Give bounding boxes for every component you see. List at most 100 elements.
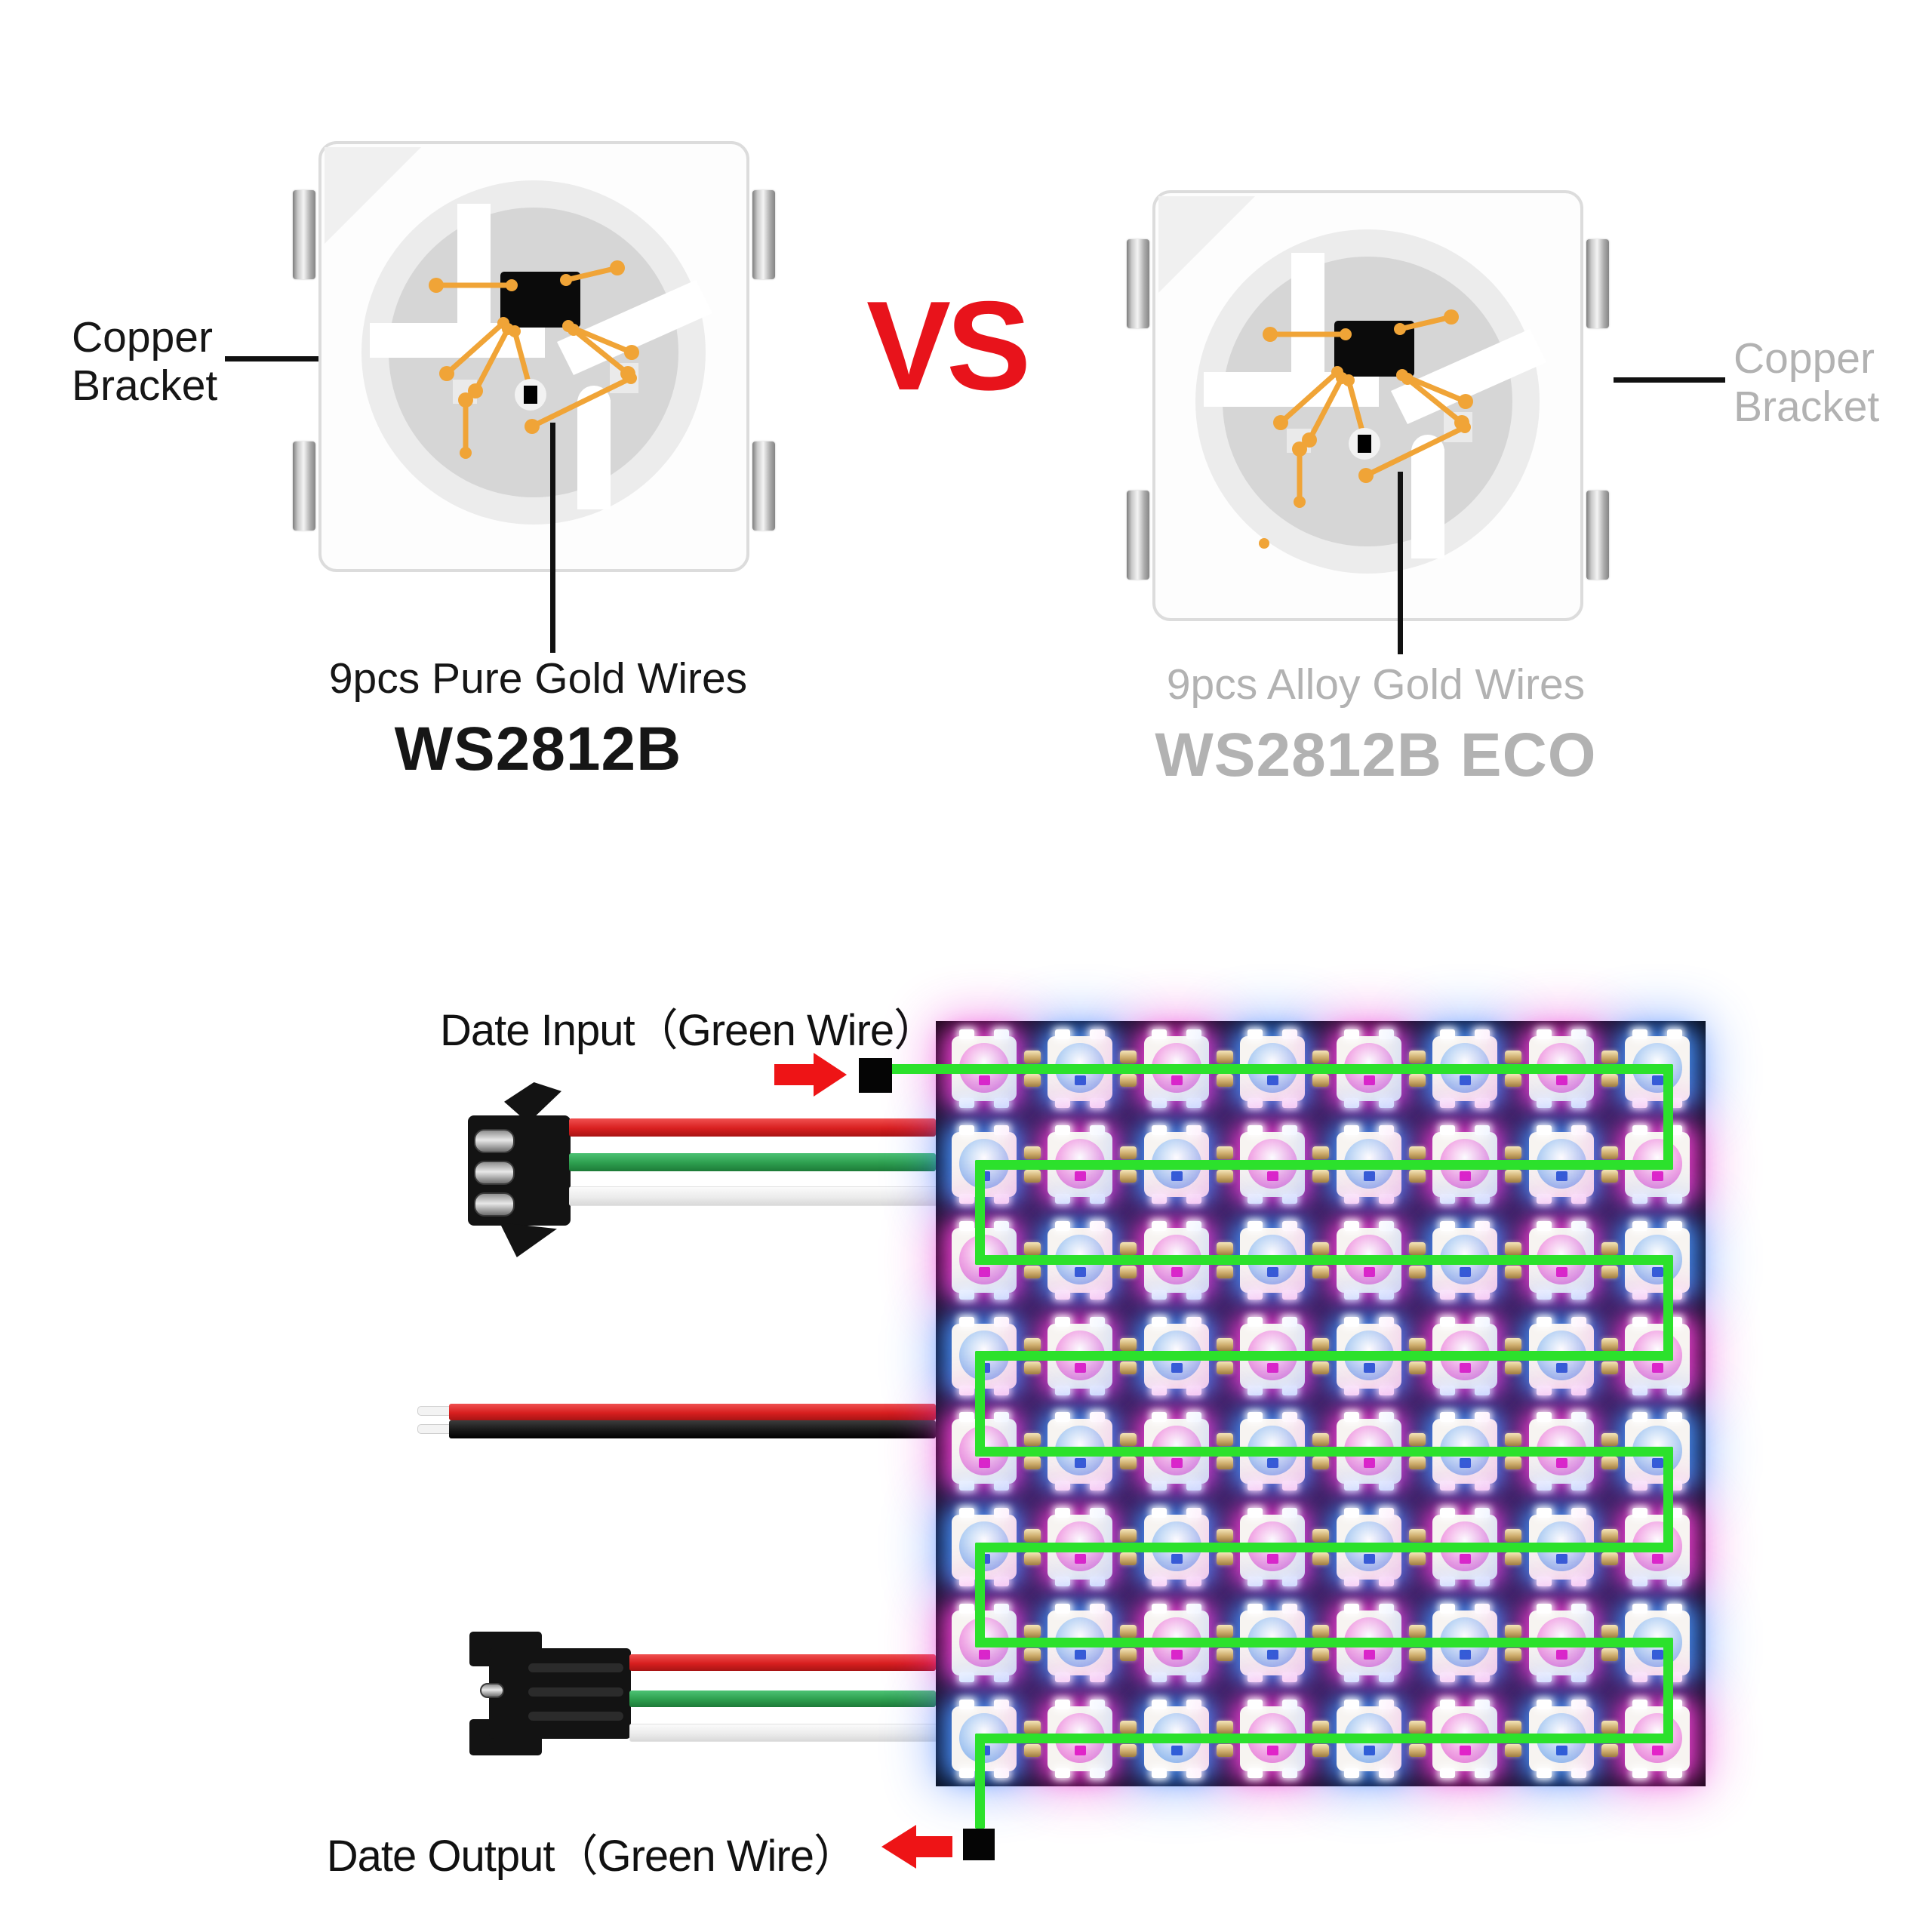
led-solder-tab (993, 1194, 1009, 1204)
left-chip-bracket-pin (752, 441, 775, 531)
solder-pad (1120, 1241, 1137, 1255)
led-solder-tab (1282, 1289, 1298, 1300)
led-solder-tab (1151, 1098, 1167, 1109)
green-data-wire-segment (975, 1255, 1673, 1266)
solder-pad (1601, 1241, 1618, 1255)
led-chip-dot (1460, 1171, 1472, 1182)
led-solder-tab (1282, 1508, 1298, 1518)
copper-bracket-label-right-line1: Copper (1734, 334, 1875, 383)
led-solder-tab (1536, 1316, 1552, 1327)
solder-pad (1216, 1552, 1233, 1566)
left-chip (317, 140, 751, 574)
pointer-line-left-wires (550, 423, 555, 653)
copper-bracket-label-right-line2: Bracket (1734, 383, 1880, 431)
led-solder-tab (1282, 1125, 1298, 1136)
led-solder-tab (1440, 1316, 1456, 1327)
led-solder-tab (1475, 1385, 1491, 1395)
data-output-label: Date Output（Green Wire） (326, 1832, 857, 1881)
solder-pad (1601, 1552, 1618, 1566)
solder-pad (1216, 1265, 1233, 1278)
led-solder-tab (1475, 1412, 1491, 1423)
led-solder-tab (1632, 1029, 1648, 1040)
chip-illustration (1152, 190, 1583, 621)
led-solder-tab (1475, 1672, 1491, 1682)
led-solder-tab (1378, 1603, 1394, 1614)
solder-pad (1312, 1552, 1329, 1566)
green-data-wire-segment (891, 1063, 1673, 1074)
led-solder-tab (993, 1481, 1009, 1491)
solder-pad (1505, 1529, 1521, 1543)
led-solder-tab (1151, 1316, 1167, 1327)
led-solder-tab (1571, 1125, 1586, 1136)
led-solder-tab (993, 1316, 1009, 1327)
solder-pad (1312, 1265, 1329, 1278)
solder-pad (1120, 1433, 1137, 1447)
right-model-label: WS2812B ECO (1155, 721, 1597, 789)
led-solder-tab (1151, 1603, 1167, 1614)
led-solder-tab (1475, 1603, 1491, 1614)
led-solder-tab (1090, 1412, 1106, 1423)
pointer-line-left-bracket (225, 356, 337, 361)
solder-pad (1505, 1647, 1521, 1661)
led-solder-tab (1247, 1194, 1263, 1204)
led-solder-tab (1475, 1316, 1491, 1327)
led-solder-tab (1186, 1289, 1201, 1300)
right-chip-bracket-pin (1127, 491, 1149, 580)
solder-pad (1408, 1170, 1426, 1183)
led-chip-dot (1555, 1266, 1567, 1277)
led-solder-tab (993, 1767, 1009, 1778)
vs-label: VS (866, 275, 1031, 417)
led-chip-dot (1267, 1554, 1279, 1564)
led-solder-tab (1343, 1603, 1359, 1614)
led-solder-tab (1632, 1672, 1648, 1682)
green-data-wire-segment (975, 1446, 1673, 1457)
led-solder-tab (993, 1125, 1009, 1136)
solder-pad (1408, 1433, 1426, 1447)
led-solder-tab (993, 1672, 1009, 1682)
led-solder-tab (1186, 1699, 1201, 1709)
led-chip-dot (1652, 1745, 1664, 1755)
led-solder-tab (1378, 1029, 1394, 1040)
solder-pad (1216, 1720, 1233, 1734)
output-connector-slot (528, 1663, 623, 1672)
led-chip-dot (1652, 1075, 1664, 1086)
led-solder-tab (1186, 1385, 1201, 1395)
led-solder-tab (958, 1481, 974, 1491)
led-solder-tab (1632, 1508, 1648, 1518)
led-solder-tab (1151, 1125, 1167, 1136)
led-chip-dot (1075, 1458, 1087, 1469)
solder-pad (1120, 1743, 1137, 1757)
solder-pad (1505, 1361, 1521, 1374)
led-chip-dot (1652, 1362, 1664, 1373)
green-data-wire-segment (1663, 1063, 1673, 1170)
led-solder-tab (1571, 1289, 1586, 1300)
solder-pad (1120, 1170, 1137, 1183)
green-data-wire-segment (975, 1351, 985, 1457)
led-solder-tab (1090, 1289, 1106, 1300)
led-chip-dot (1460, 1649, 1472, 1660)
led-solder-tab (1378, 1577, 1394, 1587)
solder-pad (1408, 1457, 1426, 1470)
led-solder-tab (1536, 1194, 1552, 1204)
led-solder-tab (1247, 1577, 1263, 1587)
led-chip-dot (1171, 1649, 1183, 1660)
solder-pad (1216, 1074, 1233, 1088)
led-solder-tab (1475, 1125, 1491, 1136)
led-solder-tab (1536, 1603, 1552, 1614)
led-solder-tab (1440, 1767, 1456, 1778)
led-solder-tab (1247, 1125, 1263, 1136)
led-solder-tab (1186, 1316, 1201, 1327)
solder-pad (1408, 1051, 1426, 1064)
solder-pad (1023, 1624, 1041, 1638)
led-solder-tab (1055, 1029, 1071, 1040)
led-chip-dot (1363, 1745, 1375, 1755)
led-solder-tab (1282, 1412, 1298, 1423)
led-solder-tab (1475, 1508, 1491, 1518)
led-solder-tab (1151, 1577, 1167, 1587)
led-solder-tab (1440, 1481, 1456, 1491)
led-solder-tab (1667, 1385, 1683, 1395)
led-chip-dot (1363, 1171, 1375, 1182)
led-solder-tab (1571, 1412, 1586, 1423)
led-solder-tab (1186, 1577, 1201, 1587)
led-solder-tab (1475, 1767, 1491, 1778)
